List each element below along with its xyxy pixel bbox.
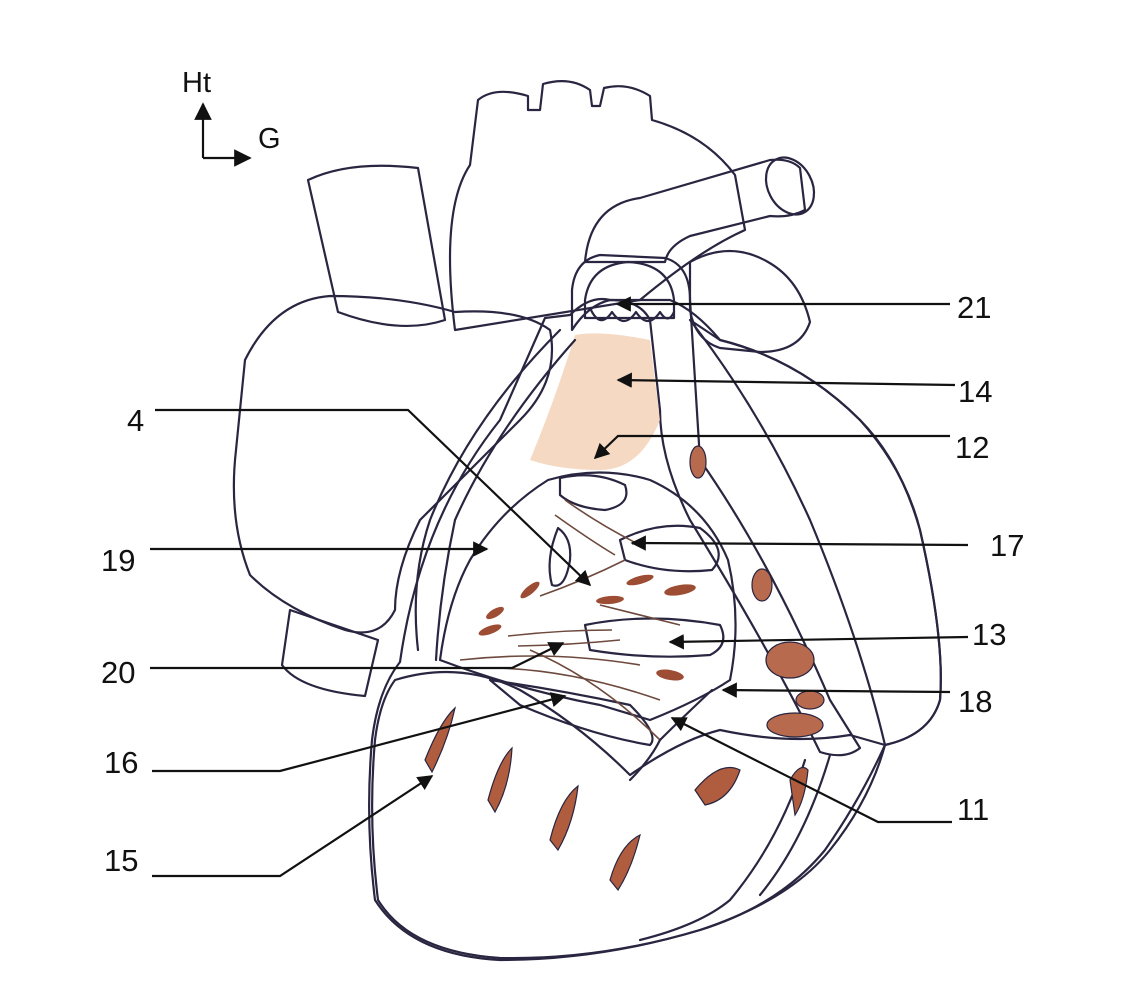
orientation-marker: Ht G — [182, 67, 281, 167]
leader-15 — [152, 775, 434, 878]
leader-18 — [721, 682, 951, 698]
flap-wall-line-2 — [758, 753, 832, 897]
pulmonary-trunk-channel — [570, 253, 862, 757]
trabecula — [486, 606, 504, 620]
pulmonary-valve-cusps — [588, 306, 676, 323]
chordae-tendineae — [459, 499, 681, 741]
inferior-vena-cava — [280, 608, 380, 698]
septal-band — [548, 526, 572, 587]
opening — [689, 445, 707, 479]
label-16: 16 — [104, 745, 138, 780]
trabecula-carnea — [694, 766, 741, 806]
label-11: 11 — [957, 792, 989, 827]
septal-openings — [689, 445, 825, 738]
left-atrial-appendage — [688, 249, 812, 354]
trabecula-carnea — [424, 706, 456, 774]
label-14: 14 — [958, 374, 992, 409]
trabecula — [520, 581, 540, 599]
opening — [766, 712, 824, 738]
label-12: 12 — [955, 430, 989, 465]
papillary-muscle-top — [558, 474, 628, 512]
flap-wall-line — [638, 758, 807, 942]
leader-13 — [668, 634, 969, 650]
label-18: 18 — [958, 684, 992, 719]
inner-wall-line-2 — [434, 338, 577, 662]
trabecula — [478, 624, 502, 636]
label-19: 19 — [101, 543, 135, 578]
right-atrium — [232, 294, 554, 634]
trabecula — [656, 669, 684, 681]
right-wall-band — [688, 318, 942, 747]
opening — [765, 641, 815, 679]
leader-4 — [155, 408, 592, 587]
pulmonary-valve-cavity — [583, 260, 676, 320]
leader-17 — [630, 535, 969, 551]
papillary-muscle-upper — [618, 524, 720, 573]
label-21: 21 — [957, 290, 991, 325]
label-17: 17 — [990, 528, 1024, 563]
superior-vena-cava — [306, 164, 447, 327]
label-13: 13 — [972, 617, 1006, 652]
aortic-arch — [448, 79, 747, 332]
trabecula — [626, 574, 654, 586]
label-4: 4 — [127, 403, 144, 438]
pulmonary-vein-opening — [764, 156, 816, 216]
inner-wall-line — [414, 328, 562, 652]
papillary-muscle-main — [583, 617, 725, 658]
trabeculae — [478, 574, 696, 681]
orientation-up-label: Ht — [182, 67, 211, 99]
trabecula-carnea — [609, 833, 641, 892]
ventricle-cavity — [438, 471, 737, 722]
leader-14 — [616, 372, 956, 388]
orientation-right-label: G — [258, 123, 281, 155]
trabecula-carnea — [549, 784, 579, 852]
label-15: 15 — [104, 843, 138, 878]
leader-11 — [670, 717, 952, 824]
trabecula-carnea — [789, 767, 809, 817]
leader-20 — [150, 642, 565, 670]
opening — [751, 568, 773, 602]
labels: 4 11 12 13 14 15 16 17 18 19 20 21 — [101, 290, 1024, 878]
leader-16 — [152, 692, 567, 773]
opening — [795, 690, 825, 710]
trabecula — [596, 595, 624, 605]
label-20: 20 — [101, 655, 135, 690]
reflected-wall-flap — [371, 670, 887, 960]
heart-illustration — [232, 79, 942, 962]
infundibulum-area — [530, 333, 660, 470]
pulmonary-vein — [583, 158, 807, 264]
trabecula-carnea — [487, 746, 513, 814]
trabecula — [664, 584, 696, 596]
leader-12 — [593, 434, 950, 460]
leader-lines — [150, 296, 969, 878]
